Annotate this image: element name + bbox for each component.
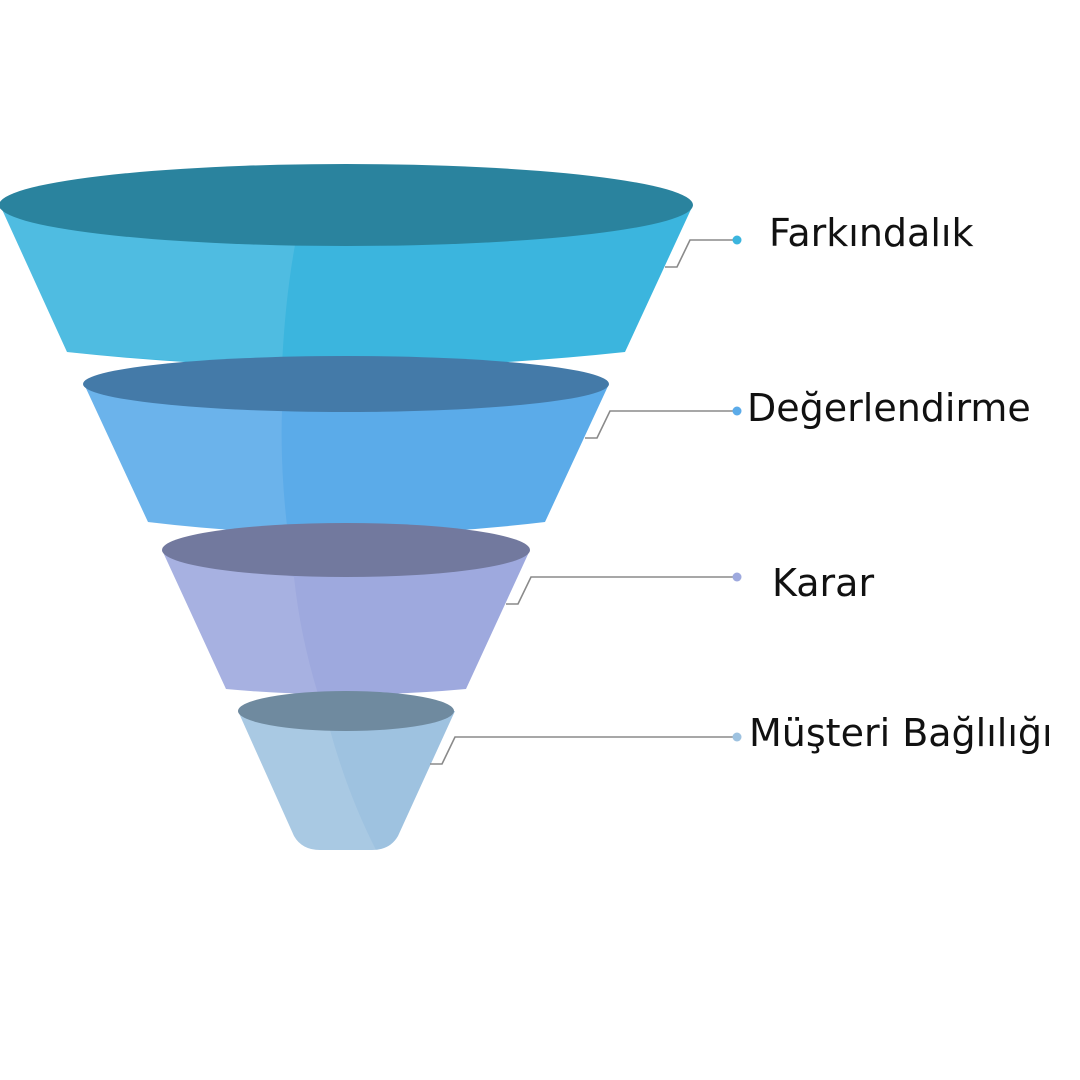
- funnel-stage-4-body: [238, 711, 455, 850]
- funnel-stage-3: Karar: [162, 523, 874, 695]
- funnel-stage-3-body: [162, 550, 530, 695]
- funnel-stage-1-highlight: [0, 205, 295, 366]
- funnel-stage-2-dot: [732, 406, 742, 416]
- funnel-stage-4-dot: [732, 732, 742, 742]
- funnel-stage-4-highlight: [238, 711, 376, 850]
- funnel-stage-1-dot: [732, 235, 742, 245]
- funnel-stage-3-connector: [506, 576, 733, 605]
- funnel-stage-4-label: Müşteri Bağlılığı: [749, 711, 1053, 755]
- funnel-stage-3-top: [162, 523, 530, 577]
- funnel-stage-2-body: [84, 384, 609, 534]
- funnel-stage-1-top: [0, 164, 693, 246]
- funnel-stage-2-connector: [585, 410, 733, 439]
- funnel-stage-4: Müşteri Bağlılığı: [238, 691, 1053, 850]
- funnel-stage-3-label: Karar: [772, 561, 874, 605]
- funnel-stage-3-dot: [732, 572, 742, 582]
- funnel-stage-1-connector: [665, 239, 733, 268]
- funnel-stage-1: Farkındalık: [0, 164, 973, 367]
- funnel-stage-2-highlight: [84, 384, 288, 534]
- funnel-stage-2: Değerlendirme: [83, 356, 1031, 534]
- funnel-stage-4-connector: [430, 736, 733, 765]
- funnel-stage-1-body: [0, 205, 693, 367]
- funnel-stage-2-label: Değerlendirme: [747, 386, 1031, 430]
- funnel-stage-2-top: [83, 356, 609, 412]
- funnel-stage-3-highlight: [162, 550, 318, 694]
- funnel-stage-4-top: [238, 691, 454, 731]
- funnel-stage-1-label: Farkındalık: [769, 211, 973, 255]
